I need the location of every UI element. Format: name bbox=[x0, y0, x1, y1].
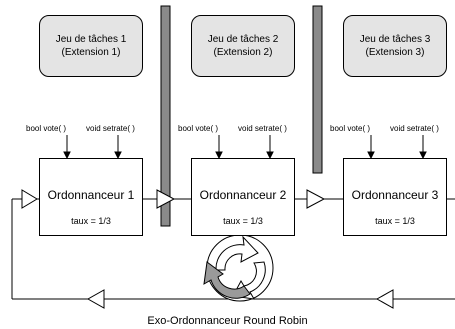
call-arrows bbox=[63, 135, 427, 160]
task-set-title: Jeu de tâches 2 bbox=[207, 34, 279, 45]
divider-bar bbox=[160, 5, 171, 227]
setrate-label: void setrate( ) bbox=[390, 124, 439, 133]
task-set-extension: (Extension 2) bbox=[213, 47, 273, 58]
vote-label: bool vote( ) bbox=[178, 124, 219, 133]
scheduler-2: Ordonnanceur 2 taux = 1/3 bbox=[191, 158, 295, 236]
scheduler-rate: taux = 1/3 bbox=[375, 216, 415, 226]
scheduler-name: Ordonnanceur 3 bbox=[351, 188, 439, 202]
cycle-icon bbox=[203, 234, 274, 302]
vote-label: bool vote( ) bbox=[330, 124, 371, 133]
scheduler-name: Ordonnanceur 1 bbox=[47, 188, 135, 202]
scheduler-name: Ordonnanceur 2 bbox=[199, 188, 287, 202]
scheduler-1: Ordonnanceur 1 taux = 1/3 bbox=[39, 158, 143, 236]
vote-label: bool vote( ) bbox=[26, 124, 67, 133]
task-set-extension: (Extension 3) bbox=[365, 47, 425, 58]
scheduler-rate: taux = 1/3 bbox=[223, 216, 263, 226]
scheduler-rate: taux = 1/3 bbox=[71, 216, 111, 226]
task-set-title: Jeu de tâches 3 bbox=[359, 34, 431, 45]
task-set-3: Jeu de tâches 3 (Extension 3) bbox=[343, 15, 447, 77]
scheduler-3: Ordonnanceur 3 taux = 1/3 bbox=[343, 158, 447, 236]
setrate-label: void setrate( ) bbox=[86, 124, 135, 133]
flow-triangles bbox=[21, 189, 394, 309]
task-set-extension: (Extension 1) bbox=[61, 47, 121, 58]
task-set-title: Jeu de tâches 1 bbox=[55, 34, 127, 45]
task-set-2: Jeu de tâches 2 (Extension 2) bbox=[191, 15, 295, 77]
divider-bar bbox=[312, 5, 323, 174]
setrate-label: void setrate( ) bbox=[238, 124, 287, 133]
diagram-caption: Exo-Ordonnanceur Round Robin bbox=[147, 315, 308, 327]
task-set-1: Jeu de tâches 1 (Extension 1) bbox=[39, 15, 143, 77]
